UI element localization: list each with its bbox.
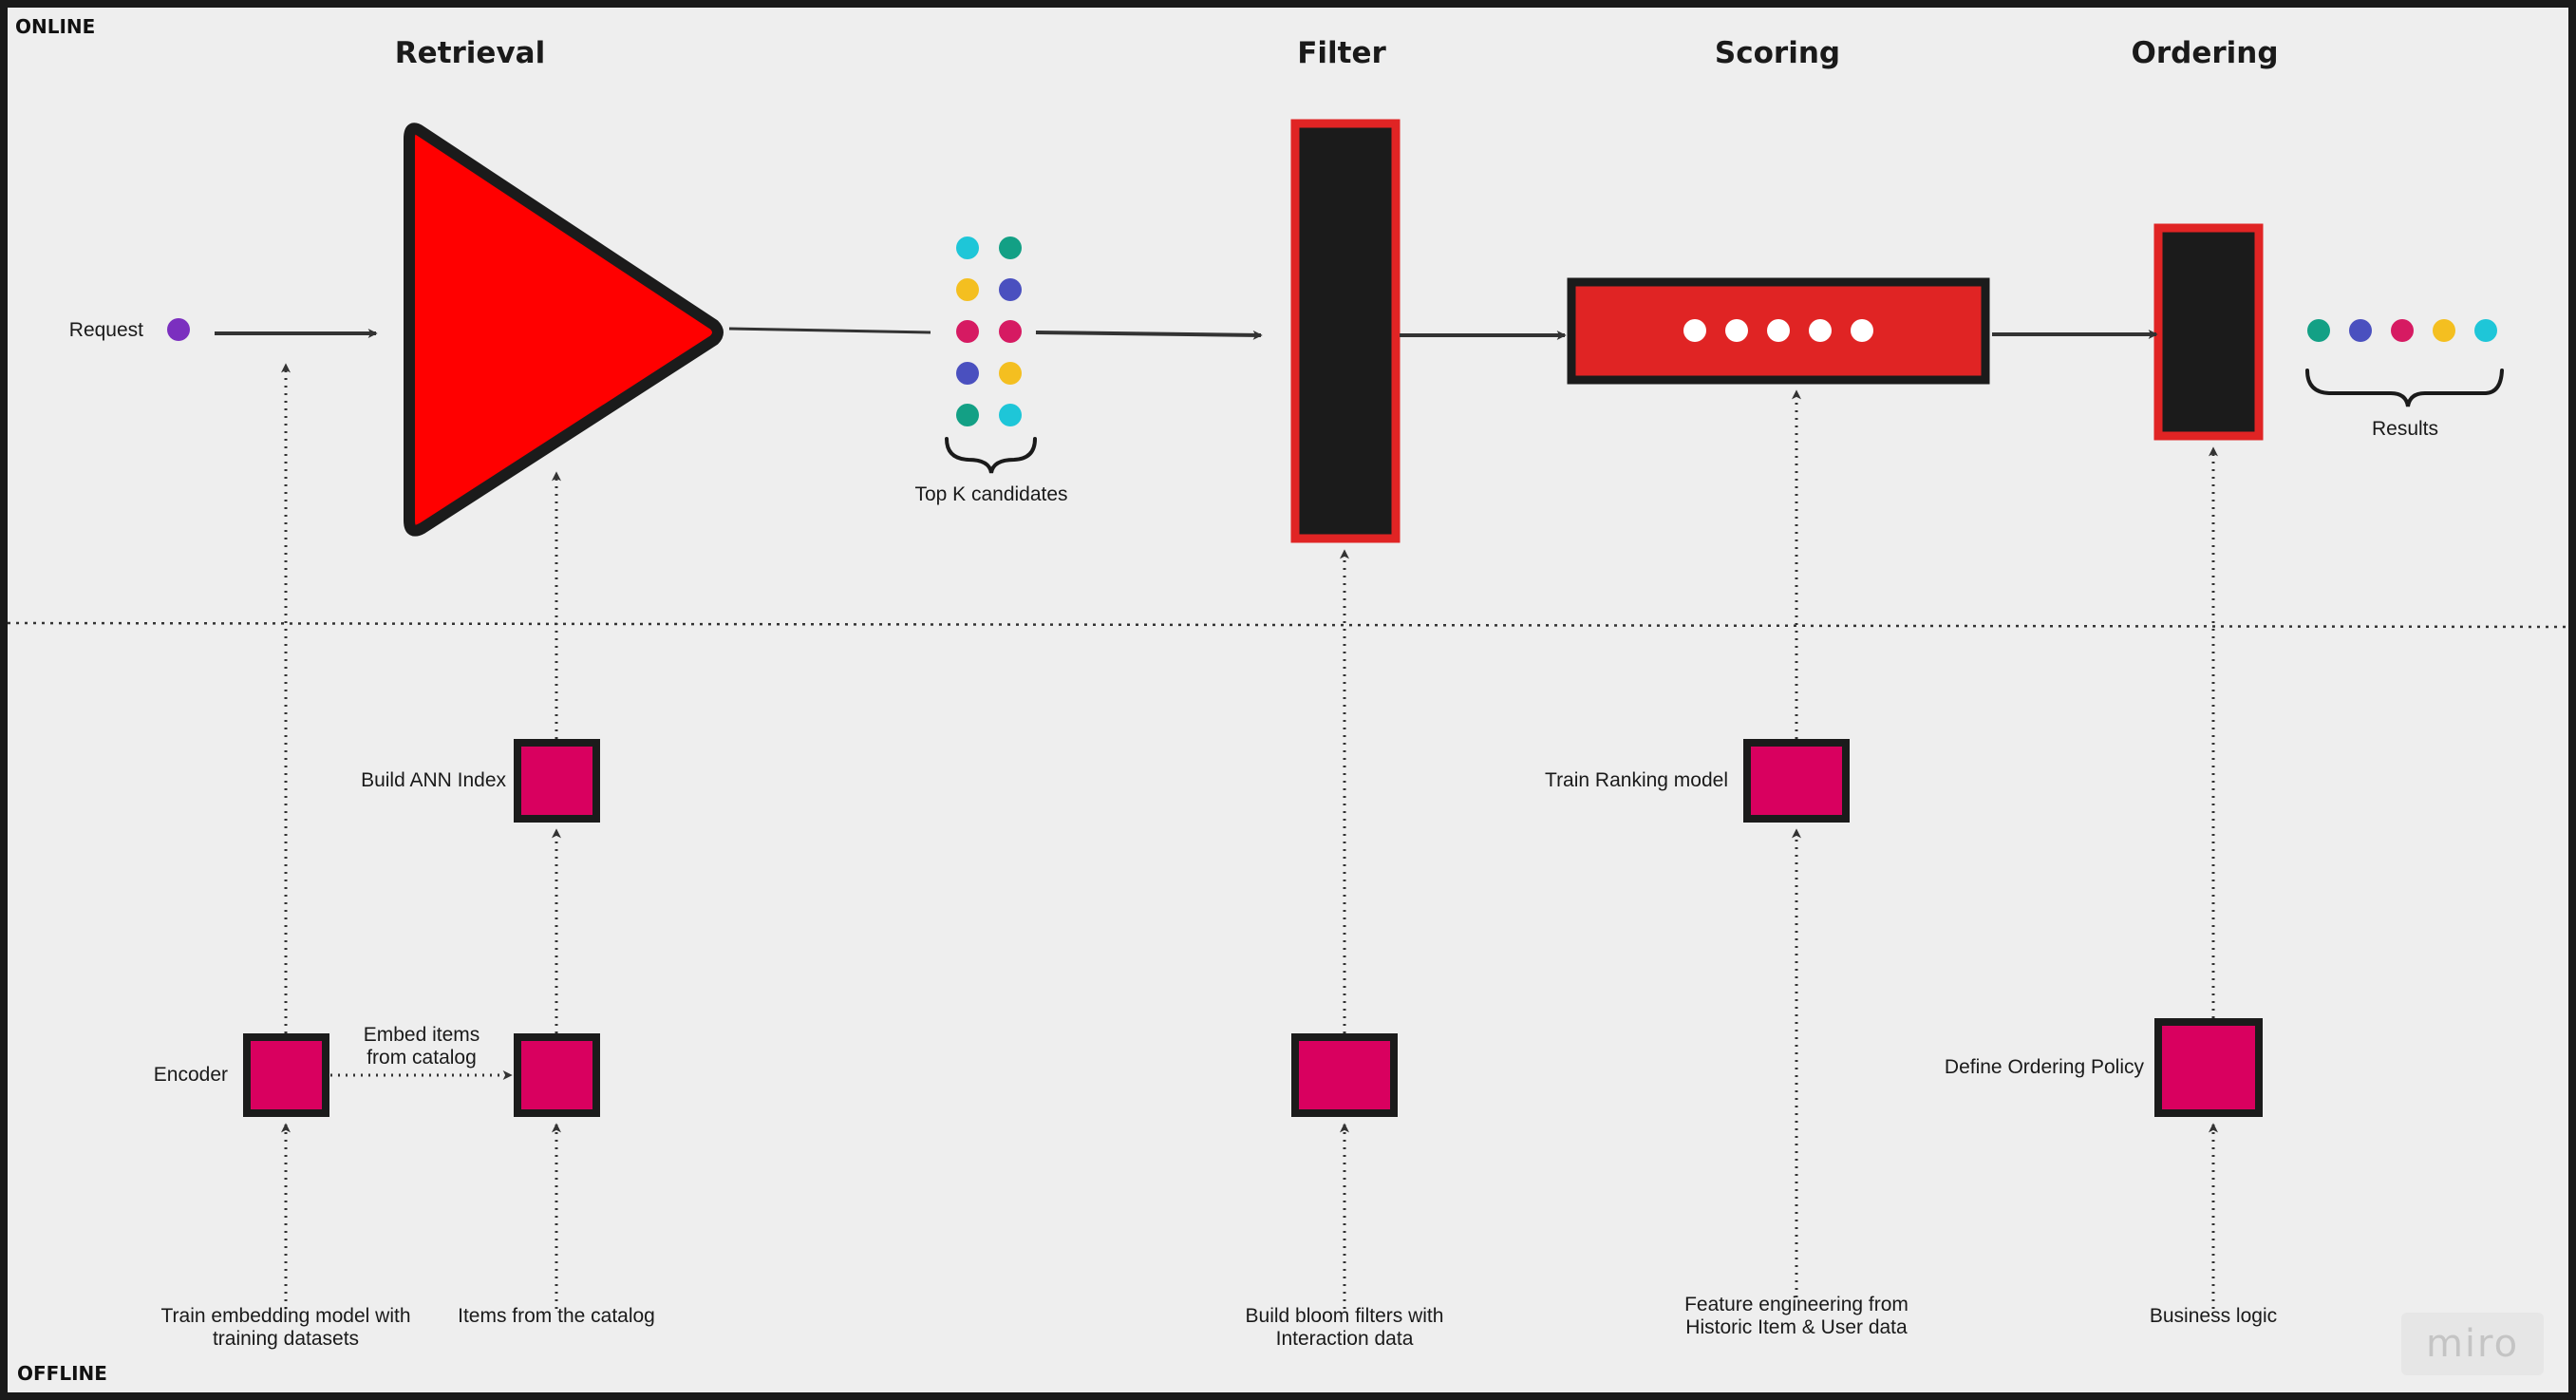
ordering-block [2153,223,2264,441]
scoring-dot [1725,319,1748,342]
result-dot [2307,319,2330,342]
train-embedding-model-label: Train embedding model with training data… [160,1305,411,1350]
pipeline-diagram [8,119,2568,1309]
train-ranking-model-box [1743,739,1850,823]
define-ordering-policy-label: Define Ordering Policy [1944,1056,2144,1078]
candidate-dot [999,278,1022,301]
offline-section-label: OFFLINE [17,1362,107,1385]
candidate-dot [999,404,1022,426]
bloom-filter-box [1291,1033,1398,1117]
ordering-policy-box [2154,1018,2263,1117]
train-ranking-model-label: Train Ranking model [1545,769,1728,791]
embed-items-label: Embed items from catalog [363,1024,480,1069]
retrieval-triangle [404,123,724,537]
top-k-brace [945,437,1037,474]
retrieval-to-candidates-line [728,327,931,334]
candidate-dot [956,320,979,343]
candidate-dot [999,320,1022,343]
result-dot [2349,319,2372,342]
scoring-bar [1567,277,1990,385]
items-from-catalog-label: Items from the catalog [458,1305,655,1327]
miro-watermark: miro [2401,1313,2544,1375]
candidate-dot [999,236,1022,259]
result-dot [2391,319,2414,342]
diagram-canvas: ONLINE OFFLINE Retrieval Filter Scoring … [8,8,2568,1392]
result-dot [2433,319,2455,342]
request-label: Request [68,319,143,341]
online-offline-divider [8,621,2568,629]
top-k-candidates-label: Top K candidates [914,483,1068,505]
stage-title-ordering: Ordering [2131,36,2279,70]
build-bloom-filters-label: Build bloom filters with Interaction dat… [1245,1305,1444,1350]
stage-title-filter: Filter [1297,36,1386,70]
stage-title-scoring: Scoring [1714,36,1841,70]
top-k-candidate-dots [956,236,1022,426]
scoring-dot [1767,319,1790,342]
result-dots [2307,319,2497,342]
feature-engineering-label: Feature engineering from Historic Item &… [1684,1294,1908,1338]
candidates-to-filter-arrow [1035,330,1263,340]
result-dot [2474,319,2497,342]
results-label: Results [2371,418,2439,440]
scoring-dot [1851,319,1873,342]
embedded-items-box [514,1033,600,1117]
candidate-dot [956,362,979,385]
scoring-dot [1809,319,1832,342]
results-brace [2305,369,2504,407]
candidate-dot [956,236,979,259]
candidate-dot [956,404,979,426]
business-logic-label: Business logic [2149,1305,2278,1327]
request-dot [167,318,190,341]
encoder-label: Encoder [153,1064,228,1086]
candidate-dot [999,362,1022,385]
stage-title-retrieval: Retrieval [394,36,546,70]
candidate-dot [956,278,979,301]
build-ann-index-label: Build ANN Index [361,769,506,791]
scoring-dots [1683,319,1873,342]
scoring-dot [1683,319,1706,342]
encoder-box [243,1033,329,1117]
filter-block [1290,119,1401,543]
online-section-label: ONLINE [15,15,96,38]
build-ann-index-box [514,739,600,823]
